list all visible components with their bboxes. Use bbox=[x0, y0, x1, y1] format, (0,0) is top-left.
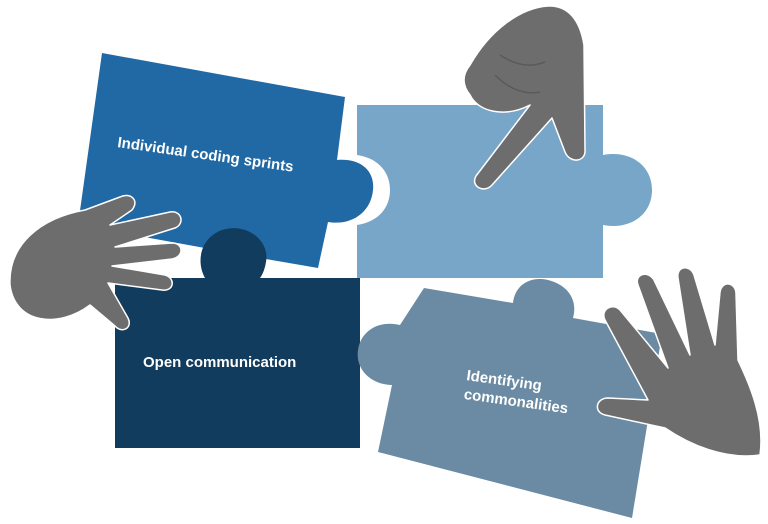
puzzle-piece-bottom-right: Identifyingcommonalities bbox=[357, 279, 662, 518]
left-hand-icon bbox=[9, 194, 182, 331]
puzzle-piece-top-right bbox=[357, 105, 652, 278]
puzzle-piece-bottom-left: Open communication bbox=[115, 228, 360, 448]
label-open-communication: Open communication bbox=[143, 354, 296, 371]
label-line: Open communication bbox=[143, 354, 296, 371]
right-hand-icon bbox=[596, 267, 762, 457]
puzzle-piece-top-left: Individual coding sprints bbox=[78, 53, 374, 268]
pointing-hand-icon bbox=[463, 5, 586, 190]
